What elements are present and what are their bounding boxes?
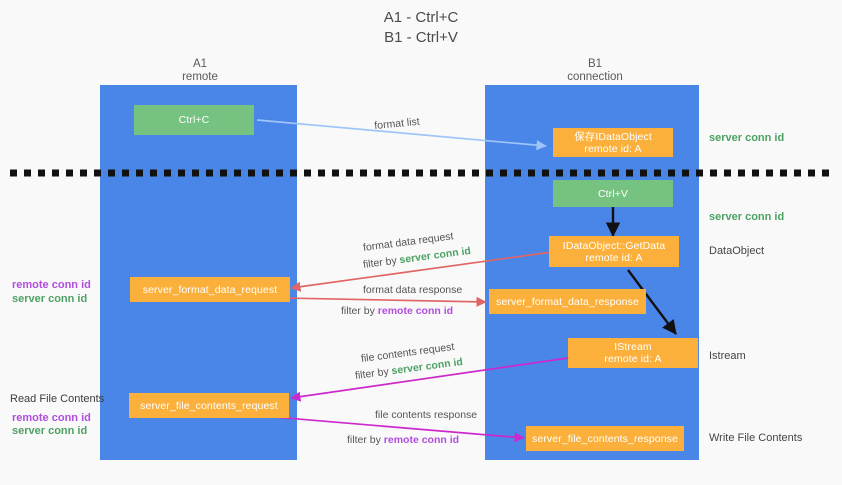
column-header-a1: A1 remote (110, 58, 290, 84)
label-server-conn-id-top: server conn id (709, 132, 785, 144)
label-file-contents-response-filter-key: remote conn id (383, 434, 460, 446)
label-file-contents-response-text: file contents response (375, 409, 478, 421)
box-ctrl-v-label: Ctrl+V (597, 187, 629, 200)
title-line-2: B1 - Ctrl+V (384, 29, 458, 46)
column-a1-role: remote (182, 71, 218, 83)
label-format-data-response: format data response (363, 284, 462, 297)
box-server-format-data-request-label: server_format_data_request (142, 283, 278, 296)
label-format-data-response-filter: filter by remote conn id (341, 305, 453, 318)
column-a1-name: A1 (192, 58, 208, 70)
box-save-idataobject-line1: 保存IDataObject (574, 130, 652, 143)
box-server-file-contents-response[interactable]: server_file_contents_response (526, 426, 684, 451)
label-server-conn-id-second: server conn id (709, 211, 785, 223)
box-idataobject-getdata[interactable]: IDataObject::GetData remote id: A (549, 236, 679, 267)
page-title: A1 - Ctrl+C B1 - Ctrl+V (0, 8, 842, 48)
label-file-contents-response: file contents response (375, 409, 477, 422)
box-istream[interactable]: IStream remote id: A (568, 338, 698, 368)
label-format-data-response-filter-key: remote conn id (377, 305, 454, 317)
box-getdata-line1: IDataObject::GetData (562, 239, 666, 252)
label-server-conn-id-b: server conn id (12, 425, 88, 437)
label-read-file-contents: Read File Contents (10, 393, 105, 405)
box-server-format-data-response[interactable]: server_format_data_response (489, 289, 646, 314)
column-b1-role: connection (567, 71, 623, 83)
arrow-getdata-to-istream (627, 269, 677, 335)
label-format-data-response-filter-prefix: filter by (341, 305, 375, 317)
box-server-file-contents-request-label: server_file_contents_request (140, 399, 278, 412)
box-ctrl-c-label: Ctrl+C (178, 114, 210, 126)
label-write-file-contents: Write File Contents (709, 432, 803, 444)
box-istream-line1: IStream (614, 341, 652, 353)
label-file-contents-response-filter-prefix: filter by (347, 434, 381, 446)
box-server-file-contents-response-label: server_file_contents_response (532, 432, 678, 445)
column-b1-name: B1 (587, 58, 603, 70)
label-server-conn-id-a: server conn id (12, 293, 88, 305)
label-remote-conn-id-b: remote conn id (12, 412, 91, 424)
arrow-format-data-request (290, 251, 553, 292)
box-server-format-data-request[interactable]: server_format_data_request (130, 277, 290, 302)
box-ctrl-v[interactable]: Ctrl+V (553, 180, 673, 207)
box-save-idataobject[interactable]: 保存IDataObject remote id: A (553, 128, 673, 157)
title-line-1: A1 - Ctrl+C (383, 9, 459, 26)
label-istream: Istream (709, 350, 746, 362)
box-server-file-contents-request[interactable]: server_file_contents_request (129, 393, 289, 418)
box-ctrl-c[interactable]: Ctrl+C (134, 105, 254, 135)
box-save-idataobject-line2: remote id: A (584, 142, 642, 155)
box-istream-line2: remote id: A (604, 353, 662, 365)
label-dataobject: DataObject (709, 245, 765, 257)
column-header-b1: B1 connection (505, 58, 685, 84)
label-file-contents-response-filter: filter by remote conn id (347, 434, 459, 447)
label-format-data-response-text: format data response (363, 284, 463, 296)
arrow-format-list (256, 119, 547, 151)
box-getdata-line2: remote id: A (585, 251, 643, 264)
label-remote-conn-id-a: remote conn id (12, 279, 91, 291)
box-server-format-data-response-label: server_format_data_response (496, 295, 639, 308)
arrow-file-contents-request (290, 357, 569, 402)
